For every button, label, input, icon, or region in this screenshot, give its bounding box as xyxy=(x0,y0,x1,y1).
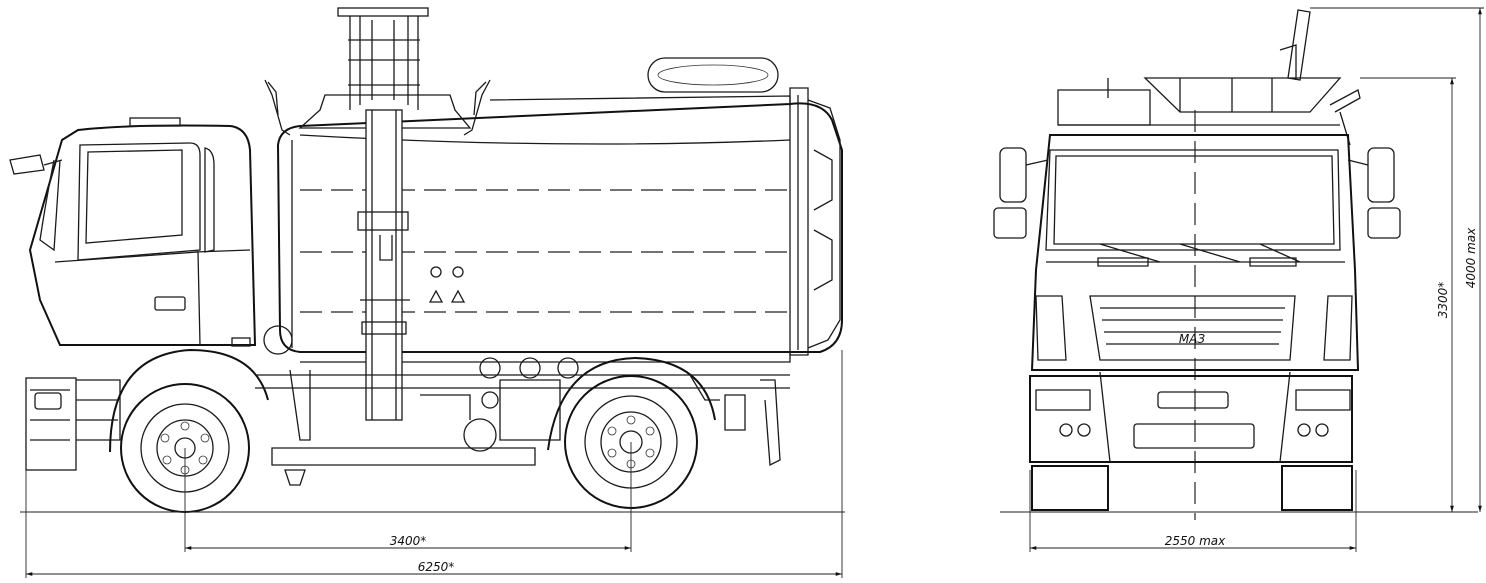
cab xyxy=(9,117,257,471)
grille-logo: МАЗ xyxy=(1179,332,1206,346)
front-grille: МАЗ xyxy=(1089,295,1296,361)
wheelbase-label: 3400* xyxy=(390,534,427,548)
loader-mechanism xyxy=(264,7,491,421)
front-cab-outline xyxy=(1030,134,1360,371)
max-height-dimension: 4000 max xyxy=(1310,7,1484,512)
front-fender xyxy=(109,348,269,453)
left-mirror xyxy=(993,147,1049,239)
garbage-body-tank xyxy=(276,57,843,363)
side-view: 3400* 6250* xyxy=(9,7,845,578)
overall-length-label: 6250* xyxy=(418,560,455,574)
right-mirror xyxy=(1347,147,1401,239)
rear-fender xyxy=(547,356,716,451)
front-view: МАЗ xyxy=(993,7,1484,552)
overall-width-label: 2550 max xyxy=(1165,534,1226,548)
body-height-dimension: 3300* xyxy=(1360,77,1456,512)
overall-width-dimension: 2550 max xyxy=(1029,470,1357,552)
chassis xyxy=(255,325,790,486)
front-left-tire xyxy=(1031,465,1109,511)
body-height-label: 3300* xyxy=(1436,282,1450,319)
overall-length-dimension: 6250* xyxy=(25,350,843,578)
front-right-tire xyxy=(1281,465,1353,511)
max-height-label: 4000 max xyxy=(1464,227,1478,288)
front-bumper xyxy=(1029,371,1353,463)
wheelbase-dimension: 3400* xyxy=(184,442,632,552)
